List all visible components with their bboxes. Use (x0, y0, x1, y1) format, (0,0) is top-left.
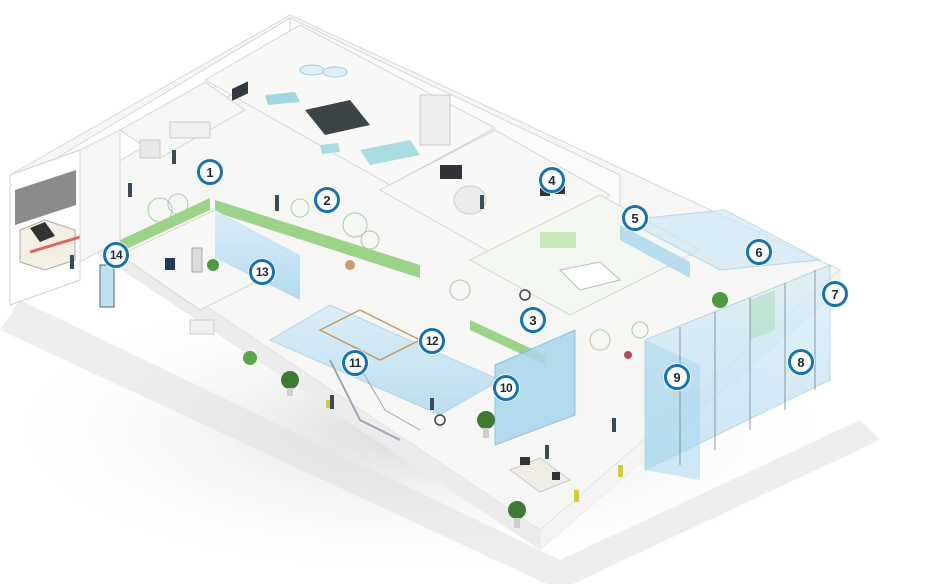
marker-5[interactable]: 5 (622, 205, 648, 231)
marker-9[interactable]: 9 (664, 364, 690, 390)
marker-12[interactable]: 12 (419, 328, 445, 354)
entrance-door (99, 264, 115, 308)
corridor-plants (147, 193, 649, 351)
marker-8[interactable]: 8 (788, 349, 814, 375)
people (70, 150, 632, 502)
ambulance-bay (9, 129, 121, 306)
marker-4[interactable]: 4 (539, 167, 565, 193)
marker-14[interactable]: 14 (103, 242, 129, 268)
marker-11[interactable]: 11 (342, 350, 368, 376)
glass-wall-10 (494, 329, 576, 446)
potted-plants (207, 259, 728, 528)
storage-room (119, 81, 246, 159)
marker-6[interactable]: 6 (746, 239, 772, 265)
reception-desk (508, 457, 572, 493)
operating-room (204, 24, 496, 186)
marker-7[interactable]: 7 (822, 281, 848, 307)
marker-10[interactable]: 10 (493, 375, 519, 401)
marker-3[interactable]: 3 (520, 307, 546, 333)
marker-13[interactable]: 13 (249, 259, 275, 285)
marker-1[interactable]: 1 (197, 159, 223, 185)
marker-2[interactable]: 2 (314, 187, 340, 213)
